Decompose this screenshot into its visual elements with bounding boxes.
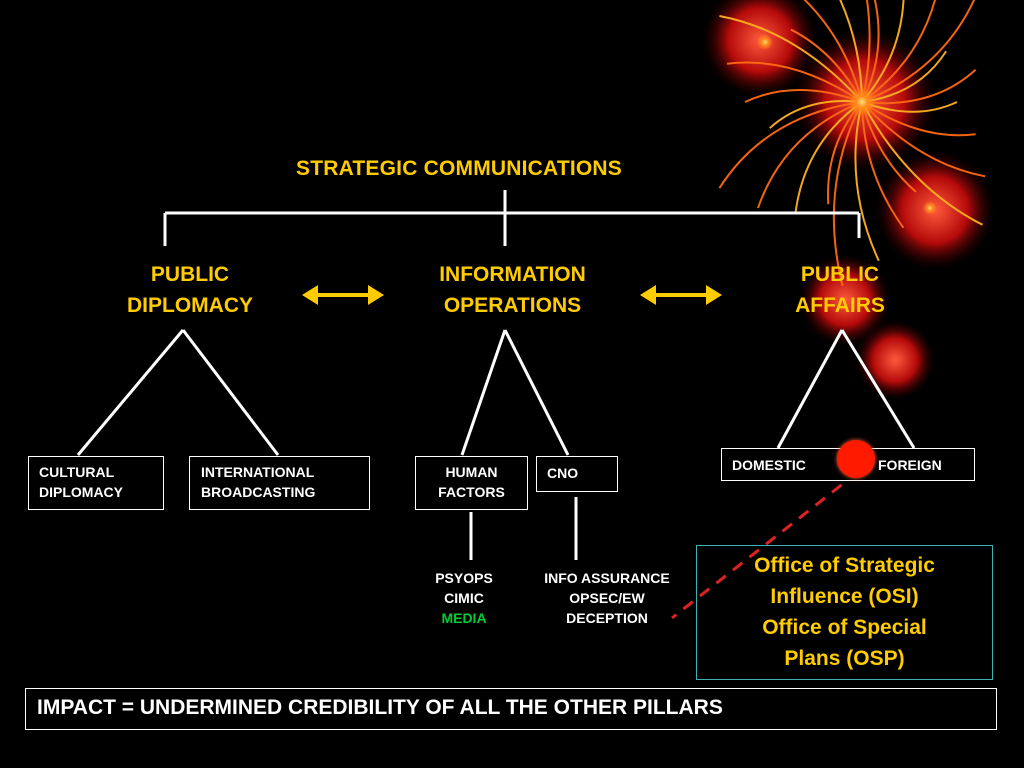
leaf-line: CIMIC bbox=[444, 590, 484, 606]
firework-ray bbox=[861, 101, 983, 226]
impact-statement: IMPACT = UNDERMINED CREDIBILITY OF ALL T… bbox=[25, 688, 997, 730]
firework-ray bbox=[719, 14, 863, 103]
leaf-info-assurance: INFO ASSURANCE OPSEC/EW DECEPTION bbox=[518, 568, 696, 628]
pillar-label-line: OPERATIONS bbox=[443, 294, 582, 317]
firework-ray bbox=[803, 0, 863, 103]
box-label-line: INTERNATIONAL bbox=[201, 464, 315, 480]
impact-text: IMPACT = UNDERMINED CREDIBILITY OF ALL T… bbox=[37, 696, 723, 719]
box-cultural-diplomacy: CULTURAL DIPLOMACY bbox=[28, 456, 164, 510]
osi-line: Office of Special bbox=[762, 616, 927, 639]
pillar-label-line: INFORMATION bbox=[439, 263, 586, 286]
box-label-line: HUMAN bbox=[445, 464, 498, 480]
firework-ray bbox=[861, 0, 976, 103]
leaf-line: DECEPTION bbox=[566, 610, 648, 626]
firework-ray bbox=[861, 101, 976, 137]
firework-decoration-icon bbox=[702, 0, 995, 400]
box-human-factors: HUMAN FACTORS bbox=[415, 456, 528, 510]
firework-ray bbox=[794, 101, 863, 213]
firework-ray bbox=[861, 0, 936, 103]
box-label-domestic: DOMESTIC bbox=[732, 457, 806, 473]
box-cno: CNO bbox=[536, 456, 618, 492]
pillar-label-line: PUBLIC bbox=[150, 263, 230, 286]
leaf-line: OPSEC/EW bbox=[569, 590, 645, 606]
firework-ray bbox=[861, 101, 986, 178]
osi-line: Plans (OSP) bbox=[784, 647, 905, 670]
pillar-public-affairs: PUBLIC AFFAIRS bbox=[760, 259, 920, 321]
firework-ray bbox=[744, 88, 863, 103]
firework-ray bbox=[861, 0, 905, 103]
firework-ray bbox=[718, 101, 863, 189]
firework-ray bbox=[726, 61, 863, 103]
box-international-broadcasting: INTERNATIONAL BROADCASTING bbox=[189, 456, 370, 510]
left-right-arrow-icon bbox=[640, 285, 722, 305]
leaf-line: INFO ASSURANCE bbox=[544, 570, 670, 586]
pillar-label-line: AFFAIRS bbox=[795, 294, 885, 317]
leaf-line: PSYOPS bbox=[435, 570, 493, 586]
page-title: STRATEGIC COMMUNICATIONS bbox=[296, 157, 623, 180]
firework-ray bbox=[854, 101, 880, 262]
firework-ray bbox=[839, 0, 863, 103]
box-label-line: BROADCASTING bbox=[201, 484, 316, 500]
pillar-label-line: PUBLIC bbox=[800, 263, 880, 286]
osi-line: Influence (OSI) bbox=[770, 585, 919, 608]
box-label-foreign: FOREIGN bbox=[878, 457, 942, 473]
box-label: CNO bbox=[547, 465, 579, 481]
red-circle-marker-icon bbox=[837, 440, 875, 478]
pillar-label-line: DIPLOMACY bbox=[127, 294, 253, 317]
pillar-public-diplomacy: PUBLIC DIPLOMACY bbox=[90, 259, 290, 321]
firework-ray bbox=[832, 101, 863, 287]
box-label-line: CULTURAL bbox=[39, 464, 115, 480]
osi-box: Office of Strategic Influence (OSI) Offi… bbox=[696, 545, 993, 680]
firework-ray bbox=[861, 69, 977, 105]
box-label-line: FACTORS bbox=[438, 484, 505, 500]
leaf-line-media: MEDIA bbox=[441, 610, 487, 626]
pillar-information-operations: INFORMATION OPERATIONS bbox=[400, 259, 625, 321]
osi-line: Office of Strategic bbox=[754, 554, 935, 577]
leaf-psyops: PSYOPS CIMIC MEDIA bbox=[414, 568, 514, 628]
left-right-arrow-icon bbox=[302, 285, 384, 305]
firework-ray bbox=[861, 0, 871, 103]
box-label-line: DIPLOMACY bbox=[39, 484, 123, 500]
firework-ray bbox=[757, 101, 863, 209]
firework-ray bbox=[861, 101, 905, 229]
